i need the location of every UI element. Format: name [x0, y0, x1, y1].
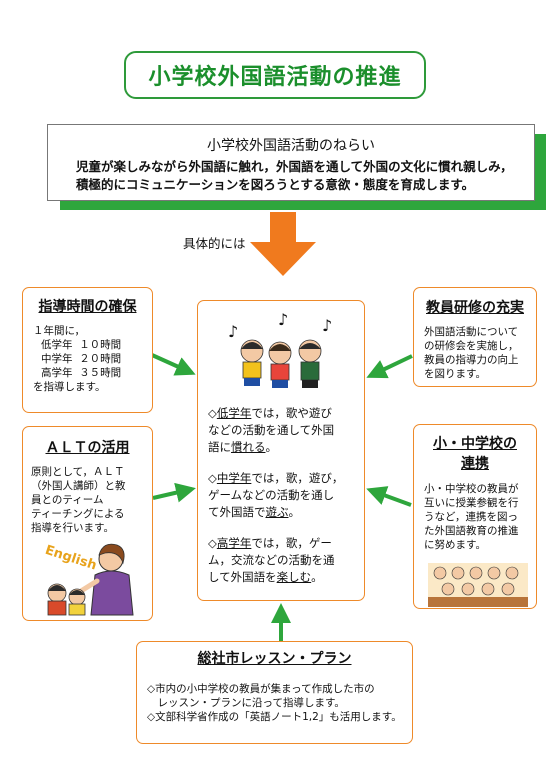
- center-card-body: ◇低学年では，歌や遊び などの活動を通して外国 語に慣れる。 ◇中学年では，歌，…: [208, 405, 360, 586]
- plan-card: 総社市レッスン・プラン ◇市内の小中学校の教員が集まって作成した市の レッスン・…: [136, 641, 413, 744]
- time-card-body: １年間に， 低学年 １０時間 中学年 ２０時間 高学年 ３５時間 を指導します。: [33, 324, 152, 394]
- time-card: 指導時間の確保 １年間に， 低学年 １０時間 中学年 ２０時間 高学年 ３５時間…: [22, 287, 153, 413]
- cooperation-card-title: 小・中学校の 連携: [433, 436, 517, 472]
- cooperation-card: 小・中学校の 連携 小・中学校の教員が 互いに授業参観を行 うなど，連携を図っ …: [413, 424, 537, 609]
- plan-card-title: 総社市レッスン・プラン: [197, 651, 352, 667]
- aim-box: 小学校外国語活動のねらい 児童が楽しみながら外国語に触れ，外国語を通して外国の文…: [47, 124, 535, 201]
- training-card: 教員研修の充実 外国語活動について の研修会を実施し， 教員の指導力の向上 を図…: [413, 287, 537, 387]
- down-arrow-icon: [250, 212, 316, 276]
- alt-teacher-illustration: English: [43, 543, 134, 616]
- svg-text:♪: ♪: [322, 316, 332, 335]
- aim-line: 児童が楽しみながら外国語に触れ，外国語を通して外国の文化に慣れ親しみ，: [76, 159, 513, 174]
- training-card-title: 教員研修の充実: [426, 300, 524, 316]
- svg-text:♪: ♪: [278, 310, 288, 329]
- grade-lower: 低学年: [216, 406, 252, 420]
- singing-children-illustration: ♪ ♪ ♪: [228, 310, 332, 388]
- alt-card-title: ＡＬＴの活用: [45, 440, 130, 456]
- grade-middle: 中学年: [216, 471, 252, 485]
- arrow-from-alt: [152, 482, 196, 503]
- time-row: 高学年 ３５時間: [41, 367, 122, 379]
- svg-text:♪: ♪: [228, 322, 238, 341]
- page-title: 小学校外国語活動の推進: [148, 65, 402, 90]
- aim-line: 積極的にコミュニケーションを図ろうとする意欲・態度を育成します。: [76, 177, 475, 192]
- aim-body: 児童が楽しみながら外国語に触れ，外国語を通して外国の文化に慣れ親しみ， 積極的に…: [76, 158, 526, 194]
- time-outro: を指導します。: [33, 381, 106, 393]
- classroom-illustration: [428, 563, 528, 607]
- time-row: 低学年 １０時間: [41, 339, 122, 351]
- english-word: English: [43, 543, 98, 574]
- time-card-title: 指導時間の確保: [38, 299, 137, 315]
- aim-heading: 小学校外国語活動のねらい: [207, 138, 375, 154]
- center-card: ♪ ♪ ♪ ◇低学年では，歌や遊び などの活動を通して外国 語に慣れる。 ◇中学…: [197, 300, 365, 601]
- center-para-upper: ◇高学年では，歌，ゲー ム，交流などの活動を通 して外国語を楽しむ。: [208, 536, 335, 584]
- specific-label: 具体的には: [183, 236, 246, 251]
- grade-upper: 高学年: [216, 536, 252, 550]
- title-box: 小学校外国語活動の推進: [124, 51, 426, 99]
- arrow-from-cooperation: [366, 486, 412, 507]
- time-intro: １年間に，: [33, 325, 85, 337]
- center-para-lower: ◇低学年では，歌や遊び などの活動を通して外国 語に慣れる。: [208, 406, 335, 454]
- verb-middle: 遊ぶ: [265, 505, 289, 519]
- training-card-body: 外国語活動について の研修会を実施し， 教員の指導力の向上 を図ります。: [424, 326, 519, 380]
- verb-upper: 楽しむ: [276, 570, 312, 584]
- plan-card-body: ◇市内の小中学校の教員が集まって作成した市の レッスン・プランに沿って指導します…: [147, 683, 402, 723]
- arrow-from-time: [151, 353, 196, 376]
- cooperation-card-body: 小・中学校の教員が 互いに授業参観を行 うなど，連携を図っ た外国語教育の推進 …: [424, 483, 519, 551]
- alt-card: ＡＬＴの活用 原則として，ＡＬＴ （外国人講師）と教 員とのティーム ティーチン…: [22, 426, 153, 621]
- arrow-from-training: [366, 354, 413, 379]
- alt-card-body: 原則として，ＡＬＴ （外国人講師）と教 員とのティーム ティーチングによる 指導…: [31, 466, 126, 534]
- center-para-middle: ◇中学年では，歌，遊び， ゲームなどの活動を通し て外国語で遊ぶ。: [208, 471, 344, 519]
- verb-lower: 慣れる: [231, 440, 266, 454]
- time-row: 中学年 ２０時間: [41, 353, 122, 365]
